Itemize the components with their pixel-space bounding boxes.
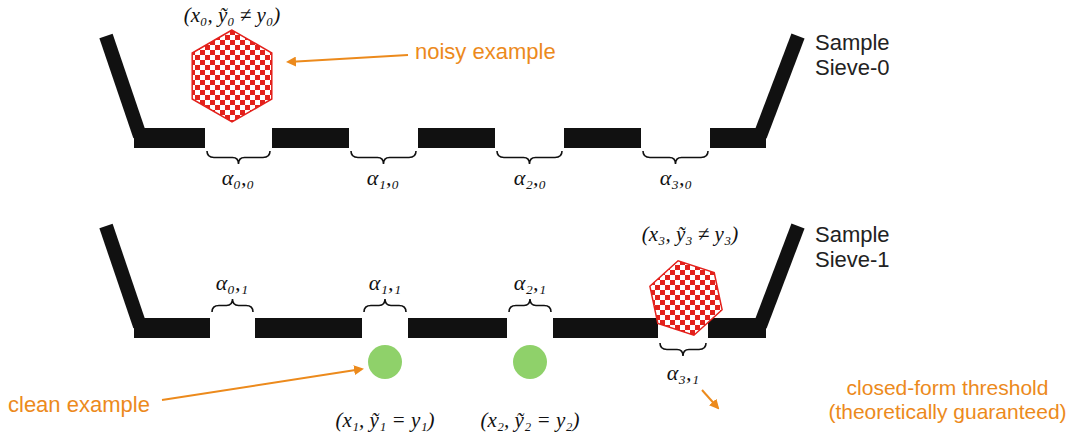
math-label: (x₂, ỹ₂ = y₂) (480, 408, 579, 432)
gap-brace (364, 299, 406, 312)
threshold-note: closed-form threshold (theoretically gua… (815, 376, 1080, 424)
sieve-bar (134, 128, 205, 148)
threshold-symbol: α₃,₀ (660, 165, 692, 190)
noisy-hexagon (650, 261, 722, 335)
threshold-symbol: α₁,₁ (369, 270, 401, 295)
sieve-bar (710, 128, 766, 148)
gap-brace (660, 343, 706, 356)
sieve-name: Sample Sieve-1 (815, 222, 895, 273)
clean-circle (368, 345, 402, 379)
gap-brace (509, 299, 551, 312)
noisy-hexagon (192, 30, 272, 122)
math-label: (x₃, ỹ₃ ≠ y₃) (642, 222, 738, 246)
threshold-symbol: α₂,₁ (514, 270, 546, 295)
sieve-wall (760, 36, 798, 136)
math-label: (x₁, ỹ₁ = y₁) (335, 408, 434, 432)
sieve-bar (408, 318, 507, 338)
sieve-bar (418, 128, 495, 148)
sieve-bar (255, 318, 362, 338)
annotation: clean example (8, 392, 150, 417)
sieve-wall (760, 226, 798, 326)
leader-arrow (162, 369, 362, 400)
math-label: (x₀, ỹ₀ ≠ y₀) (184, 3, 280, 27)
threshold-symbol: α₂,₀ (514, 165, 546, 190)
sieve-wall (106, 36, 140, 136)
sieve-name: Sample Sieve-0 (815, 30, 895, 81)
gap-brace (497, 151, 562, 164)
sieve-bar (553, 318, 658, 338)
sieve-bar (134, 318, 210, 338)
gap-brace (212, 299, 253, 312)
sieve-bar (272, 128, 349, 148)
threshold-symbol: α₁,₀ (367, 165, 399, 190)
sieve-wall (106, 226, 140, 326)
leader-arrow (288, 55, 408, 62)
gap-brace (351, 151, 416, 164)
annotation: noisy example (415, 39, 556, 64)
gap-brace (643, 151, 708, 164)
threshold-symbol: α₀,₁ (216, 270, 248, 295)
sieve-bar (564, 128, 641, 148)
clean-circle (513, 345, 547, 379)
leader-arrow (702, 390, 718, 408)
gap-brace (207, 151, 270, 164)
sieve-bar (708, 318, 766, 338)
threshold-symbol: α₃,₁ (667, 360, 699, 385)
threshold-symbol: α₀,₀ (222, 165, 254, 190)
